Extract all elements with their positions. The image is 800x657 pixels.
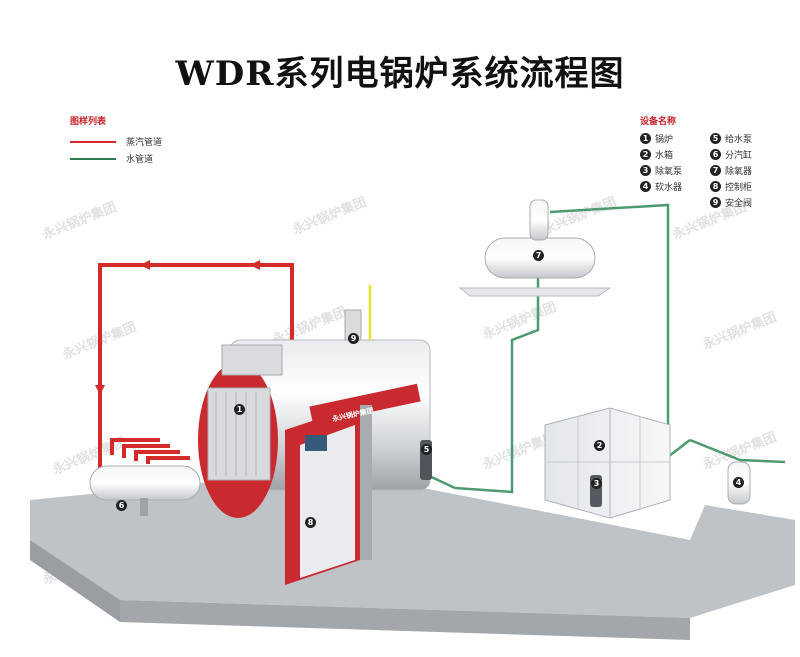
equipment-label: 除氧器 xyxy=(725,167,753,177)
boiler xyxy=(198,285,431,518)
marker-7: 7 xyxy=(533,250,544,261)
page-title: WDR系列电锅炉系统流程图 xyxy=(175,54,625,94)
marker-3: 3 xyxy=(591,478,602,489)
equipment-item: 4 软水器 xyxy=(640,180,710,193)
equipment-number: 7 xyxy=(710,165,721,176)
control-cabinet xyxy=(285,405,372,585)
equipment-label: 软水器 xyxy=(655,183,683,193)
equipment-item: 9 安全阀 xyxy=(710,196,780,209)
steam-distributor xyxy=(89,465,201,516)
equipment-item: 6 分汽缸 xyxy=(710,148,780,161)
legend-label: 水管道 xyxy=(126,155,154,165)
equipment-item: 7 除氧器 xyxy=(710,164,780,177)
equipment-item xyxy=(640,196,710,209)
steam-pipe xyxy=(98,263,294,470)
legend: 图样列表 蒸汽管道 水管道 xyxy=(70,114,162,167)
equipment-label: 控制柜 xyxy=(725,183,753,193)
legend-item-steam: 蒸汽管道 xyxy=(70,133,162,150)
equipment-number: 5 xyxy=(710,133,721,144)
marker-8: 8 xyxy=(305,517,316,528)
equipment-label: 安全阀 xyxy=(725,199,753,209)
equipment-number: 2 xyxy=(640,149,651,160)
equipment-label: 水箱 xyxy=(655,151,674,161)
equipment-item: 8 控制柜 xyxy=(710,180,780,193)
legend-label: 蒸汽管道 xyxy=(126,138,163,148)
legend-heading: 图样列表 xyxy=(70,117,107,127)
water-tank xyxy=(544,407,671,519)
equipment-number: 1 xyxy=(640,133,651,144)
equipment-heading: 设备名称 xyxy=(640,117,677,127)
equipment-label: 分汽缸 xyxy=(725,151,753,161)
equipment-list: 设备名称 1 锅炉 5 给水泵 2 水箱 6 分汽缸 3 除氧泵 7 除氧器 4 软水器 8 控制柜 9 安全阀 xyxy=(640,114,780,209)
marker-1: 1 xyxy=(234,404,245,415)
legend-item-water: 水管道 xyxy=(70,150,162,167)
equipment-number: 3 xyxy=(640,165,651,176)
marker-5: 5 xyxy=(421,444,432,455)
equipment-number: 9 xyxy=(710,197,721,208)
steam-line-swatch xyxy=(70,140,116,143)
marker-4: 4 xyxy=(733,477,744,488)
equipment-number: 4 xyxy=(640,181,651,192)
equipment-item: 1 锅炉 xyxy=(640,132,710,145)
marker-2: 2 xyxy=(594,440,605,451)
equipment-label: 给水泵 xyxy=(725,135,753,145)
deaerator xyxy=(458,199,612,297)
equipment-grid: 1 锅炉 5 给水泵 2 水箱 6 分汽缸 3 除氧泵 7 除氧器 4 软水器 8 控制柜 9 安全阀 xyxy=(640,132,780,209)
floor-slab-edge xyxy=(120,600,690,640)
equipment-label: 锅炉 xyxy=(655,135,674,145)
marker-6: 6 xyxy=(116,500,127,511)
equipment-number: 8 xyxy=(710,181,721,192)
equipment-item: 2 水箱 xyxy=(640,148,710,161)
equipment-item: 3 除氧泵 xyxy=(640,164,710,177)
equipment-label: 除氧泵 xyxy=(655,167,683,177)
water-line-swatch xyxy=(70,157,116,160)
floor-slab-side xyxy=(30,540,120,622)
steam-arrows xyxy=(95,260,260,395)
equipment-item: 5 给水泵 xyxy=(710,132,780,145)
marker-9: 9 xyxy=(348,333,359,344)
equipment-number: 6 xyxy=(710,149,721,160)
